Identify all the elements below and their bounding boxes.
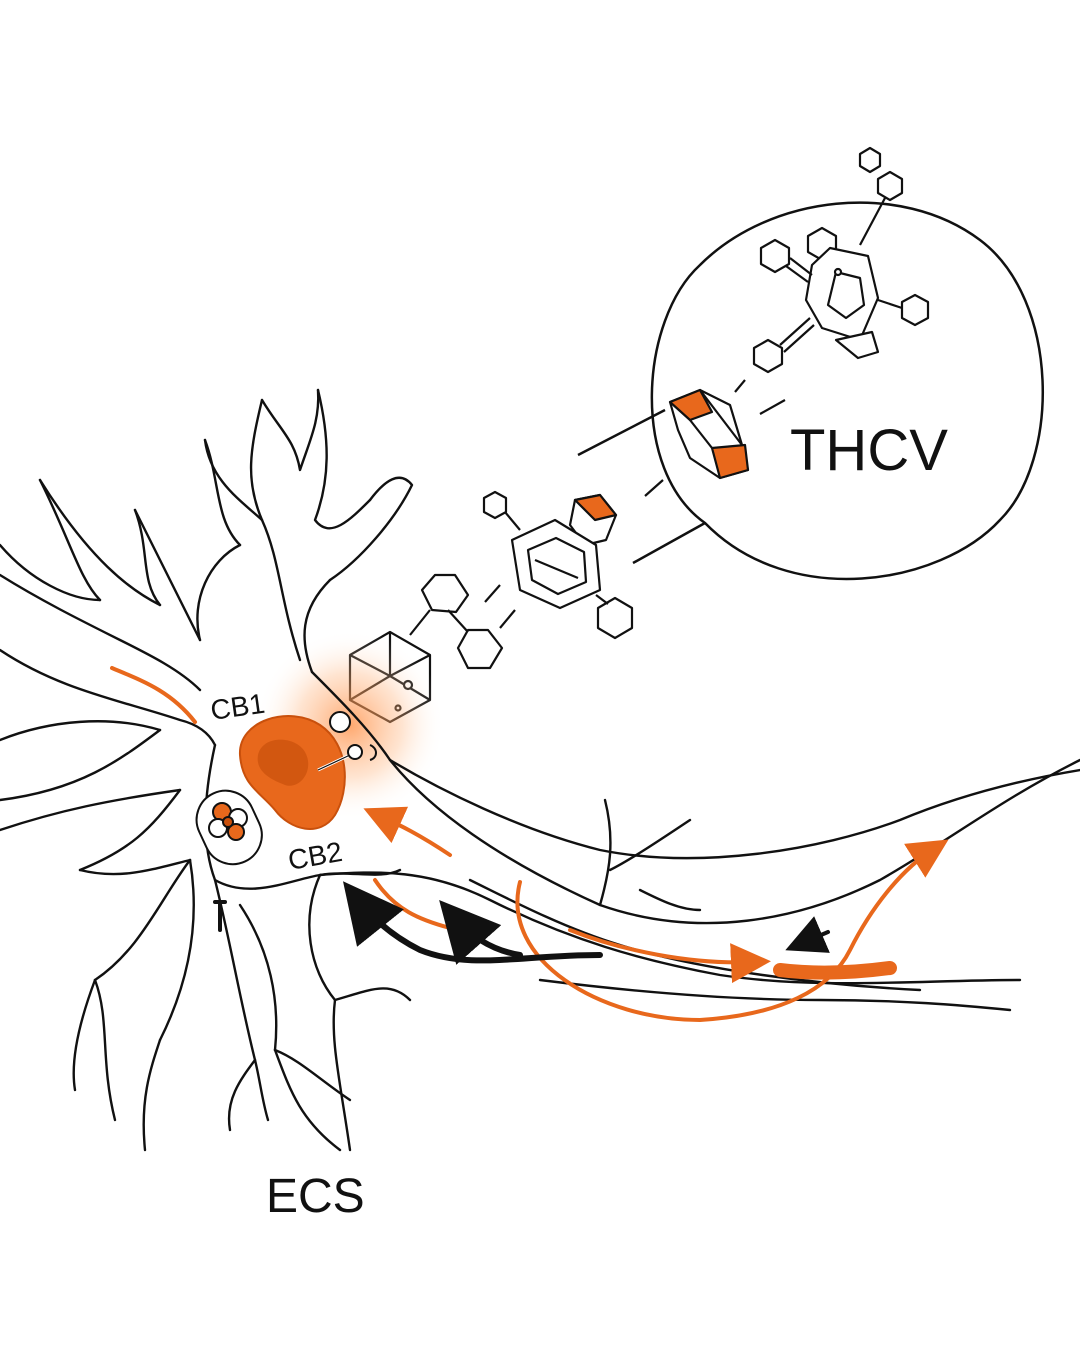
cb2-label: CB2: [286, 836, 345, 876]
signal-arrows-icon: [110, 666, 949, 1023]
ecs-label: ECS: [266, 1170, 365, 1223]
molecule-label: THCV: [790, 418, 948, 483]
vesicle-icon: [195, 789, 263, 866]
neuron-icon: [0, 388, 1080, 1152]
marker-bar-icon: [213, 900, 227, 932]
cb1-label: CB1: [209, 688, 267, 726]
zoom-circle-icon: [577, 201, 1044, 581]
black-arrows-icon: [343, 881, 830, 965]
receptor-blob-icon: [238, 711, 377, 830]
molecule-icon: [348, 146, 930, 724]
